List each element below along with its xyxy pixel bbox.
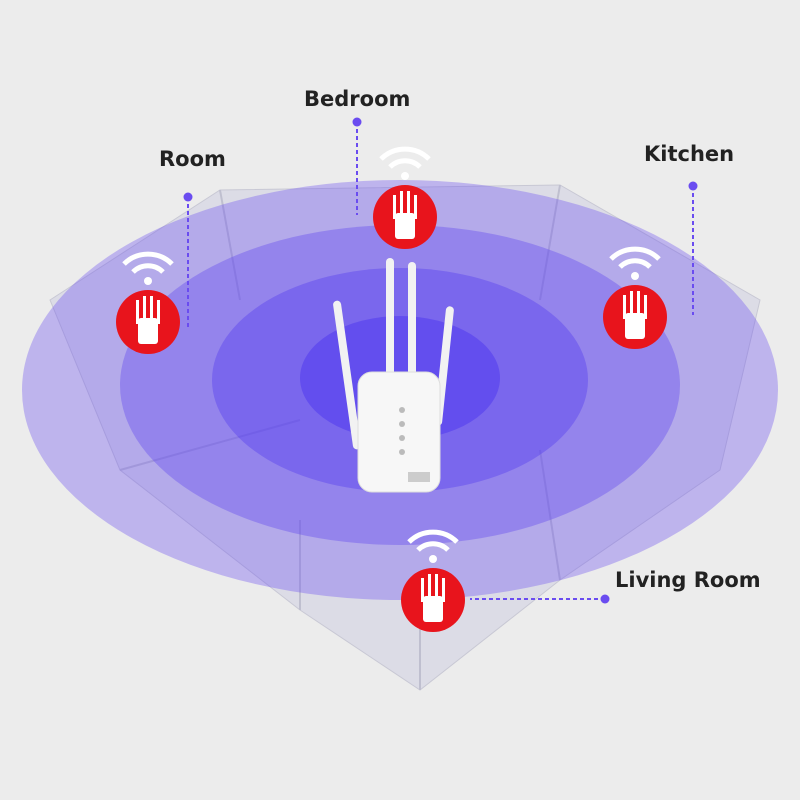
- extender-icon: [421, 574, 445, 622]
- wifi-icon: [609, 246, 661, 280]
- connectors: [187, 122, 694, 600]
- extender-icon: [393, 191, 417, 239]
- label-bedroom: Bedroom: [304, 87, 411, 111]
- label-kitchen: Kitchen: [644, 142, 735, 166]
- connector-dots: [183, 117, 698, 604]
- wifi-icon: [407, 529, 459, 563]
- node-room: [116, 251, 180, 354]
- node-living-room: [401, 529, 465, 632]
- wifi-extender: [333, 258, 454, 493]
- extender-icon: [623, 291, 647, 339]
- label-living-room: Living Room: [615, 568, 761, 592]
- extender-icon: [136, 296, 160, 344]
- node-bedroom: [373, 146, 437, 249]
- wifi-icon: [122, 251, 174, 285]
- label-room: Room: [159, 147, 226, 171]
- node-kitchen: [603, 246, 667, 349]
- wifi-icon: [379, 146, 431, 180]
- floor-plan-walls: [119, 184, 561, 690]
